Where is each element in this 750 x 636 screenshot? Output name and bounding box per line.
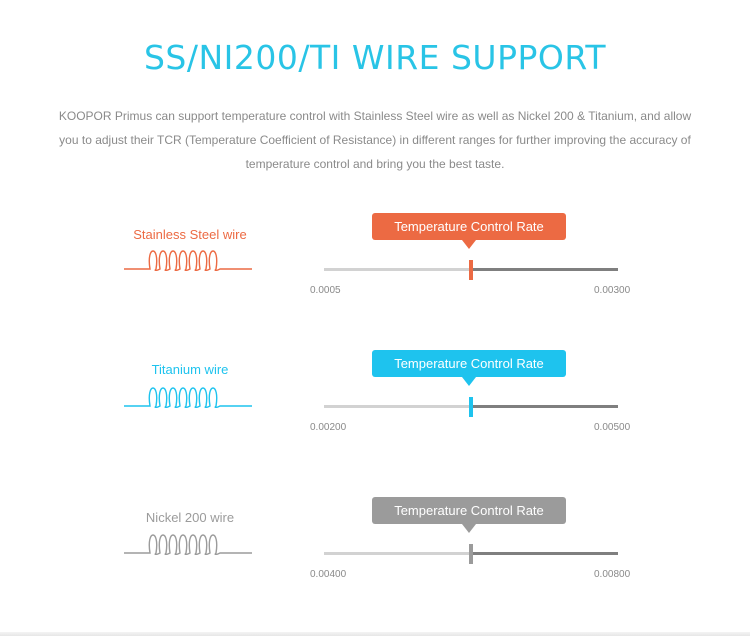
slider-track-left bbox=[324, 552, 471, 555]
page-description: KOOPOR Primus can support temperature co… bbox=[58, 109, 692, 171]
tcr-slider-track[interactable] bbox=[324, 552, 618, 555]
wire-label: Titanium wire bbox=[151, 362, 229, 377]
wire-label: Nickel 200 wire bbox=[145, 510, 235, 525]
range-max-label: 0.00500 bbox=[594, 422, 631, 433]
wire-row-stainless-steel: Stainless Steel wire Temperature Control… bbox=[0, 213, 750, 323]
slider-track-right bbox=[471, 552, 618, 555]
wire-row-titanium: Titanium wire Temperature Control Rate 0… bbox=[0, 350, 750, 460]
slider-track-left bbox=[324, 268, 471, 271]
coil-icon bbox=[124, 387, 252, 408]
wire-label: Stainless Steel wire bbox=[133, 227, 247, 242]
tcr-slider-track[interactable] bbox=[324, 268, 618, 271]
coil-path bbox=[124, 387, 252, 408]
temperature-control-rate-callout: Temperature Control Rate bbox=[372, 497, 566, 524]
range-min-label: 0.00400 bbox=[310, 569, 347, 580]
coil-icon bbox=[124, 250, 252, 271]
temperature-control-rate-callout: Temperature Control Rate bbox=[372, 213, 566, 240]
slider-handle[interactable] bbox=[469, 260, 473, 280]
page-title: SS/NI200/TI WIRE SUPPORT bbox=[143, 38, 607, 77]
bottom-divider bbox=[0, 632, 750, 636]
slider-track-left bbox=[324, 405, 471, 408]
range-min-label: 0.0005 bbox=[310, 285, 341, 296]
coil-icon bbox=[124, 534, 252, 555]
slider-track-right bbox=[471, 268, 618, 271]
slider-track-right bbox=[471, 405, 618, 408]
range-min-label: 0.00200 bbox=[310, 422, 347, 433]
range-max-label: 0.00300 bbox=[594, 285, 631, 296]
callout-pointer bbox=[462, 377, 476, 386]
callout-pointer bbox=[462, 240, 476, 249]
coil-path bbox=[124, 250, 252, 271]
temperature-control-rate-callout: Temperature Control Rate bbox=[372, 350, 566, 377]
tcr-slider-track[interactable] bbox=[324, 405, 618, 408]
wire-row-nickel-200: Nickel 200 wire Temperature Control Rate… bbox=[0, 497, 750, 607]
range-max-label: 0.00800 bbox=[594, 569, 631, 580]
slider-handle[interactable] bbox=[469, 544, 473, 564]
coil-path bbox=[124, 534, 252, 555]
slider-handle[interactable] bbox=[469, 397, 473, 417]
callout-pointer bbox=[462, 524, 476, 533]
